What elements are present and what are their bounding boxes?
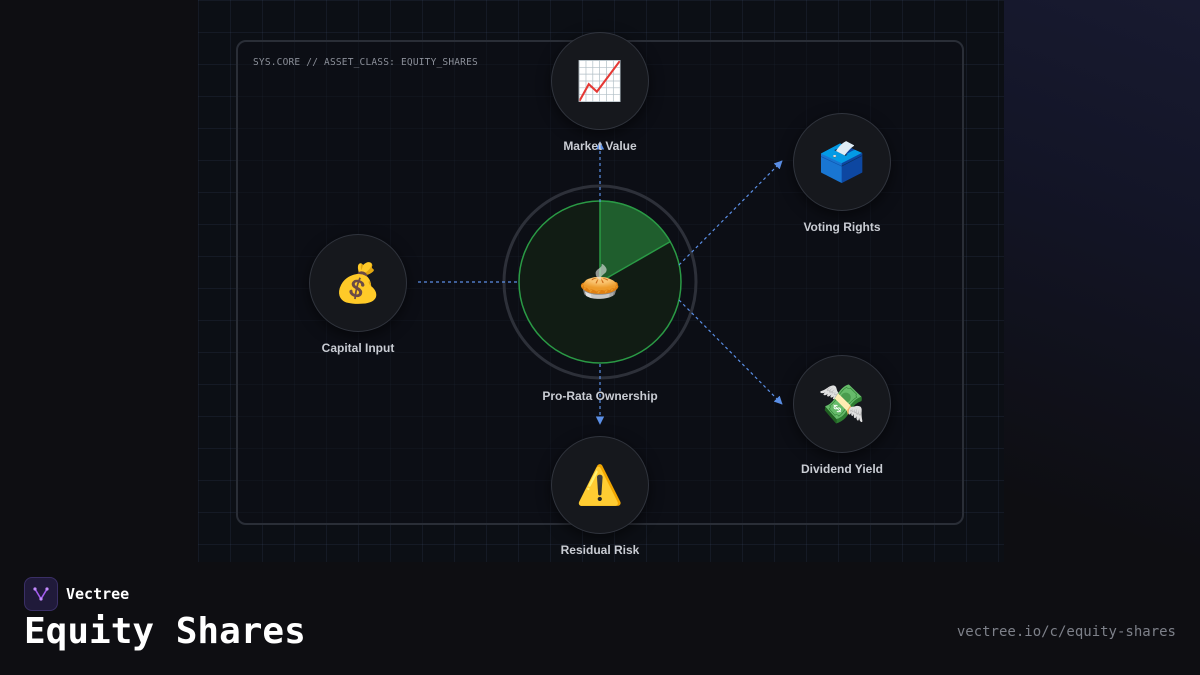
- pie-icon: 🥧: [578, 263, 622, 301]
- ownership-pie-slice: [599, 200, 672, 284]
- chart-increasing-icon: 📈: [576, 58, 624, 103]
- capital-input-node: 💰: [309, 234, 407, 332]
- money-with-wings-icon: 💸: [818, 381, 866, 426]
- page-url[interactable]: vectree.io/c/equity-shares: [956, 624, 1176, 640]
- market-value-label: Market Value: [563, 139, 637, 153]
- dividend-yield-node: 💸: [793, 355, 891, 453]
- money-bag-icon: 💰: [334, 260, 382, 305]
- brand-name: Vectree: [66, 585, 130, 603]
- page-title: Equity Shares: [24, 611, 306, 652]
- residual-risk-label: Residual Risk: [560, 543, 640, 557]
- residual-risk-node: ⚠️: [551, 436, 649, 534]
- link-center-to-voting: [678, 160, 783, 266]
- background-glow: [1004, 0, 1200, 560]
- center-label: Pro-Rata Ownership: [542, 389, 658, 403]
- brand[interactable]: Vectree: [24, 577, 129, 611]
- ballot-box-icon: 🗳️: [818, 139, 866, 184]
- dividend-yield-label: Dividend Yield: [800, 462, 884, 476]
- system-label: SYS.CORE // ASSET_CLASS: EQUITY_SHARES: [253, 57, 478, 68]
- brand-logo-icon: [24, 577, 58, 611]
- market-value-node: 📈: [551, 32, 649, 130]
- voting-rights-label: Voting Rights: [803, 220, 881, 234]
- voting-rights-node: 🗳️: [793, 113, 891, 211]
- warning-icon: ⚠️: [576, 462, 624, 507]
- link-center-to-dividend: [678, 299, 783, 405]
- capital-input-label: Capital Input: [321, 341, 395, 355]
